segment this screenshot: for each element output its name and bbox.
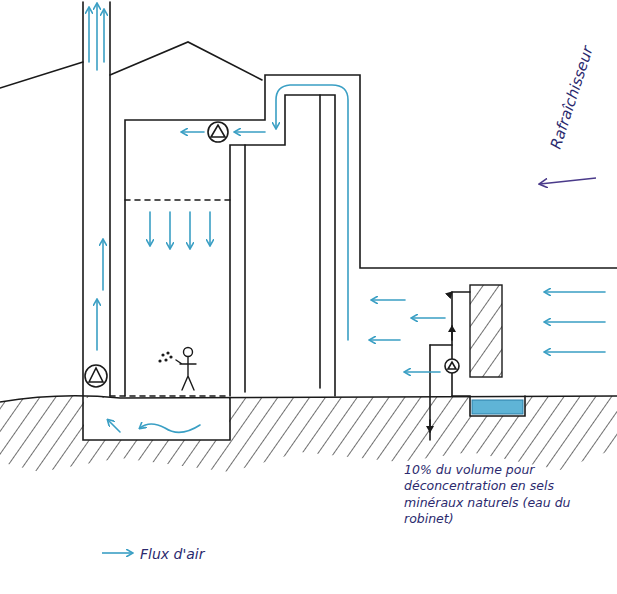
note-text: 10% du volume pour déconcentration en se… — [404, 462, 571, 526]
note-text-box: 10% du volume pour déconcentration en se… — [404, 462, 604, 527]
legend-sample-arrow — [102, 552, 132, 554]
cooling-pad — [470, 285, 502, 377]
building-lines — [0, 2, 617, 440]
pointer-arrow — [540, 178, 596, 184]
legend-text-box: Flux d'air — [140, 545, 205, 563]
fan-symbols — [85, 122, 459, 387]
ground — [0, 396, 617, 472]
water-basin — [472, 400, 523, 414]
legend-text: Flux d'air — [140, 546, 205, 562]
cooler-label-box: Rafraîchisseur — [546, 44, 598, 152]
person-figure — [159, 348, 196, 391]
cooler-label: Rafraîchisseur — [546, 44, 596, 151]
air-flow-arrows — [89, 4, 605, 432]
